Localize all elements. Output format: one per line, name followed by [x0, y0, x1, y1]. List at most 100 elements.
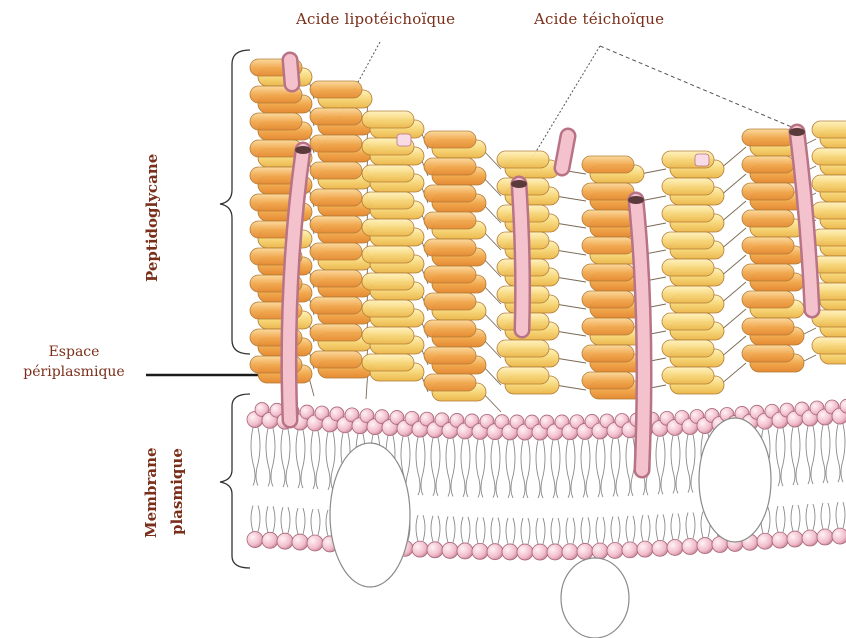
lipid-head	[532, 544, 548, 560]
lipid-head	[262, 532, 278, 548]
lipid-tail	[821, 503, 823, 529]
lipid-tail	[513, 518, 515, 544]
glycan-unit	[582, 156, 634, 173]
lipid-tail	[813, 504, 815, 530]
lipid-tail	[581, 517, 583, 543]
glycan-unit	[497, 340, 549, 357]
lipid-tail	[633, 516, 635, 542]
lipid-tail	[611, 516, 613, 542]
lipid-tail	[776, 506, 778, 532]
lipid-tail	[686, 435, 690, 493]
glycan-unit	[742, 318, 794, 335]
glycan-unit	[424, 293, 476, 310]
membrane-protein	[699, 418, 771, 542]
lipid-head	[247, 532, 263, 548]
lipid-head	[442, 542, 458, 558]
lipid-tail	[781, 428, 785, 486]
rod-cap	[295, 146, 311, 154]
lipid-tail	[301, 430, 305, 488]
rod-cap	[789, 128, 805, 136]
membrane-protein	[561, 558, 629, 638]
periplasmic-line-1: Espace	[8, 342, 140, 362]
glycan-unit	[310, 162, 362, 179]
rod-cap	[511, 180, 527, 188]
lipid-tail	[476, 439, 480, 497]
lipid-tail	[421, 437, 425, 495]
glycan-unit	[362, 111, 414, 128]
lipid-tail	[663, 514, 665, 540]
lipid-tail	[296, 508, 298, 534]
lipid-tail	[661, 436, 665, 494]
peptide-crosslink	[555, 331, 586, 336]
glycan-unit	[497, 367, 549, 384]
membrane-protein	[330, 443, 410, 587]
glycan-unit	[362, 192, 414, 209]
lipid-tail	[671, 435, 675, 493]
glycan-unit	[362, 327, 414, 344]
glycan-unit	[662, 259, 714, 276]
lipid-tail	[541, 440, 545, 498]
lipid-tail	[671, 513, 673, 539]
lipid-tail	[273, 506, 275, 532]
membrane-bracket	[220, 394, 250, 568]
lipid-tail	[446, 438, 450, 496]
lipid-tail	[288, 507, 290, 533]
lipid-tail	[811, 426, 815, 484]
glycan-unit	[582, 237, 634, 254]
glycan-unit	[424, 374, 476, 391]
lipid-tail	[303, 508, 305, 534]
lipid-tail	[686, 513, 688, 539]
lipid-head	[307, 535, 323, 551]
glycan-unit	[662, 178, 714, 195]
glycan-unit	[582, 210, 634, 227]
lipid-tail	[423, 515, 425, 541]
lipid-tail	[251, 428, 255, 486]
glycan-unit	[310, 135, 362, 152]
lipid-tail	[536, 518, 538, 544]
lipid-tail	[791, 427, 795, 485]
glycan-unit	[424, 185, 476, 202]
lipid-head	[757, 533, 773, 549]
glycan-unit	[310, 270, 362, 287]
glycan-unit	[812, 202, 846, 219]
lipid-tail	[461, 517, 463, 543]
teichoic-acid-rod-short-core	[562, 136, 568, 168]
lipid-head	[427, 542, 443, 558]
glycan-unit	[662, 340, 714, 357]
lipid-head	[817, 529, 833, 545]
plasma-membrane	[247, 399, 846, 638]
teichoic-acid-rod-core	[519, 184, 523, 330]
lipid-head	[502, 544, 518, 560]
lipid-tail	[491, 440, 495, 498]
lipid-tail	[648, 515, 650, 541]
lipid-tail	[446, 516, 448, 542]
lipid-tail	[551, 440, 555, 498]
lipid-tail	[601, 439, 605, 497]
peptide-crosslink	[555, 250, 586, 255]
glycan-unit	[310, 108, 362, 125]
lipid-tail	[566, 440, 570, 498]
lipid-tail	[528, 518, 530, 544]
lipid-tail	[603, 517, 605, 543]
peptide-crosslink	[555, 358, 586, 363]
lipid-tail	[843, 502, 845, 528]
lipid-head	[292, 534, 308, 550]
lipid-tail	[318, 509, 320, 535]
lipid-tail	[806, 426, 810, 484]
glycan-unit	[662, 205, 714, 222]
glycan-unit	[742, 291, 794, 308]
glycan-unit	[742, 237, 794, 254]
lipid-tail	[701, 512, 703, 538]
lipid-head	[697, 538, 713, 554]
glycan-unit	[662, 367, 714, 384]
lipid-tail	[311, 431, 315, 489]
lipid-tail	[616, 438, 620, 496]
lipid-tail	[416, 437, 420, 495]
lipid-head	[772, 532, 788, 548]
lipid-tail	[836, 424, 840, 482]
peptidoglycan-bracket	[220, 50, 250, 354]
lipid-tail	[656, 514, 658, 540]
lipid-tail	[596, 517, 598, 543]
lipid-tail	[498, 518, 500, 544]
glycan-unit	[582, 345, 634, 362]
